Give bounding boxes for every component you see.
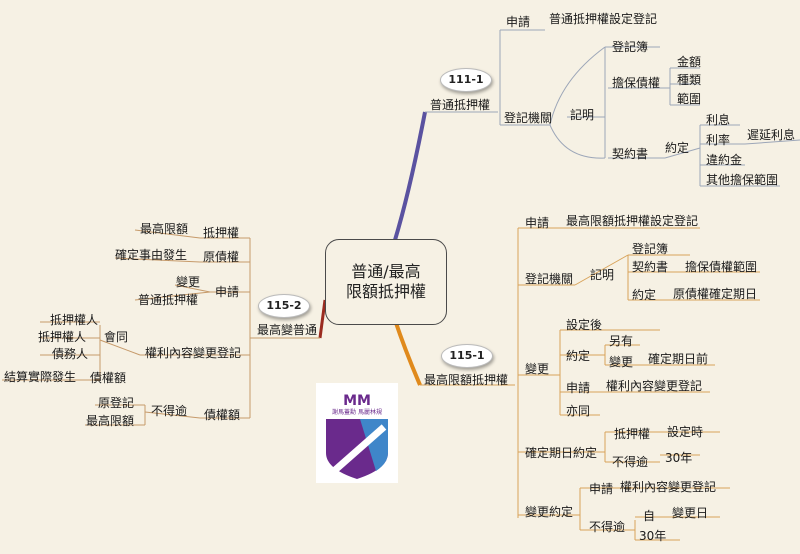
node-rights-change[interactable]: 權利內容變更登記 xyxy=(606,379,703,393)
node-other-scope[interactable]: 其他擔保範圍 xyxy=(706,173,779,187)
node-register-b[interactable]: 登記簿 xyxy=(632,242,669,256)
node-max-mortgage[interactable]: 最高限額抵押權 xyxy=(424,373,509,387)
bottom-subtree-lines xyxy=(420,227,760,541)
center-line-2: 限額抵押權 xyxy=(345,282,426,301)
node-register[interactable]: 登記簿 xyxy=(612,40,649,54)
node-penalty[interactable]: 違約金 xyxy=(706,153,743,167)
badge-115-1: 115-1 xyxy=(441,344,493,368)
branch-bottom xyxy=(393,319,422,386)
node-claim-amount[interactable]: 債權額 xyxy=(90,371,127,385)
node-settle[interactable]: 結算實際發生 xyxy=(4,370,77,384)
node-agree-b[interactable]: 約定 xyxy=(632,288,657,302)
node-apply-2[interactable]: 申請 xyxy=(566,381,591,395)
node-kind[interactable]: 種類 xyxy=(677,73,702,87)
node-apply-3[interactable]: 申請 xyxy=(589,482,614,496)
node-agree[interactable]: 約定 xyxy=(665,141,690,155)
branch-top xyxy=(393,111,427,241)
node-mortgagor-l[interactable]: 抵押權人 xyxy=(38,330,87,344)
node-ordinary-mortgage[interactable]: 普通抵押權 xyxy=(430,98,491,112)
node-mortgage-l[interactable]: 抵押權 xyxy=(203,226,240,240)
node-max-amount-2[interactable]: 最高限額 xyxy=(86,414,135,428)
node-from[interactable]: 自 xyxy=(643,509,656,523)
node-max-to-ordinary[interactable]: 最高變普通 xyxy=(257,323,318,337)
node-30-years-2[interactable]: 30年 xyxy=(639,529,667,543)
node-contract-b[interactable]: 契約書 xyxy=(632,260,669,274)
node-extra[interactable]: 另有 xyxy=(609,334,634,348)
node-orig-reg[interactable]: 原登記 xyxy=(98,396,135,410)
node-apply-item-b[interactable]: 最高限額抵押權設定登記 xyxy=(566,214,699,228)
node-modify[interactable]: 變更 xyxy=(176,275,201,289)
node-change-2[interactable]: 變更 xyxy=(609,355,634,369)
node-ordinary-mortgage-l[interactable]: 普通抵押權 xyxy=(138,293,199,307)
top-subtree-lines xyxy=(425,29,800,187)
node-apply-item[interactable]: 普通抵押權設定登記 xyxy=(549,12,658,26)
node-claim-scope[interactable]: 擔保債權範圍 xyxy=(685,260,758,274)
node-rights-change-l[interactable]: 權利內容變更登記 xyxy=(145,346,242,360)
center-line-1: 普通/最高 xyxy=(351,262,421,281)
node-fix-agree[interactable]: 確定期日約定 xyxy=(525,446,598,460)
node-cause[interactable]: 確定事由發生 xyxy=(115,248,188,262)
badge-111-1: 111-1 xyxy=(440,68,492,92)
node-office[interactable]: 登記機關 xyxy=(504,111,553,125)
badge-115-2: 115-2 xyxy=(258,294,310,318)
node-mortgagee-b[interactable]: 抵押權 xyxy=(614,427,651,441)
logo: MM 謝馬蓋勳 馬麗林規 xyxy=(316,383,398,483)
node-amount[interactable]: 金額 xyxy=(677,55,702,69)
node-together[interactable]: 會同 xyxy=(104,330,129,344)
left-subtree-lines xyxy=(2,229,320,426)
node-change[interactable]: 變更 xyxy=(525,362,550,376)
node-claim[interactable]: 擔保債權 xyxy=(612,76,661,90)
node-agree-2[interactable]: 約定 xyxy=(566,349,591,363)
logo-emblem: MM 謝馬蓋勳 馬麗林規 xyxy=(326,393,388,479)
node-rate[interactable]: 利率 xyxy=(706,133,731,147)
node-mortgagee-l[interactable]: 抵押權人 xyxy=(50,313,99,327)
node-rights-change-2[interactable]: 權利內容變更登記 xyxy=(620,480,717,494)
node-note[interactable]: 記明 xyxy=(570,108,595,122)
node-max-amount[interactable]: 最高限額 xyxy=(140,222,189,236)
node-apply-l[interactable]: 申請 xyxy=(215,285,240,299)
node-claim-amount-2[interactable]: 債權額 xyxy=(204,408,241,422)
node-fix-date[interactable]: 原債權確定期日 xyxy=(673,287,758,301)
node-interest[interactable]: 利息 xyxy=(706,113,731,127)
node-at-setup[interactable]: 設定時 xyxy=(667,425,704,439)
node-after-setup[interactable]: 設定後 xyxy=(566,318,603,332)
node-apply-b[interactable]: 申請 xyxy=(525,216,550,230)
node-not-exceed-2[interactable]: 不得逾 xyxy=(589,520,626,534)
node-same[interactable]: 亦同 xyxy=(566,404,591,418)
node-original-claim[interactable]: 原債權 xyxy=(203,250,240,264)
node-change-day[interactable]: 變更日 xyxy=(672,506,709,520)
branch-left xyxy=(318,299,327,339)
node-apply[interactable]: 申請 xyxy=(506,15,531,29)
svg-text:謝馬蓋勳 馬麗林規: 謝馬蓋勳 馬麗林規 xyxy=(332,408,382,416)
node-contract[interactable]: 契約書 xyxy=(612,147,649,161)
node-change-agree[interactable]: 變更約定 xyxy=(525,505,574,519)
node-before-fix-date[interactable]: 確定期日前 xyxy=(648,352,709,366)
node-not-exceed-l[interactable]: 不得逾 xyxy=(151,404,188,418)
node-scope[interactable]: 範圍 xyxy=(677,92,702,106)
center-topic[interactable]: 普通/最高 限額抵押權 xyxy=(325,239,447,325)
node-late-interest[interactable]: 遲延利息 xyxy=(747,128,796,142)
node-office-b[interactable]: 登記機關 xyxy=(525,272,574,286)
node-note-b[interactable]: 記明 xyxy=(590,268,615,282)
node-30-years[interactable]: 30年 xyxy=(665,451,693,465)
node-not-exceed[interactable]: 不得逾 xyxy=(612,455,649,469)
svg-text:MM: MM xyxy=(343,393,371,409)
node-debtor[interactable]: 債務人 xyxy=(52,347,89,361)
